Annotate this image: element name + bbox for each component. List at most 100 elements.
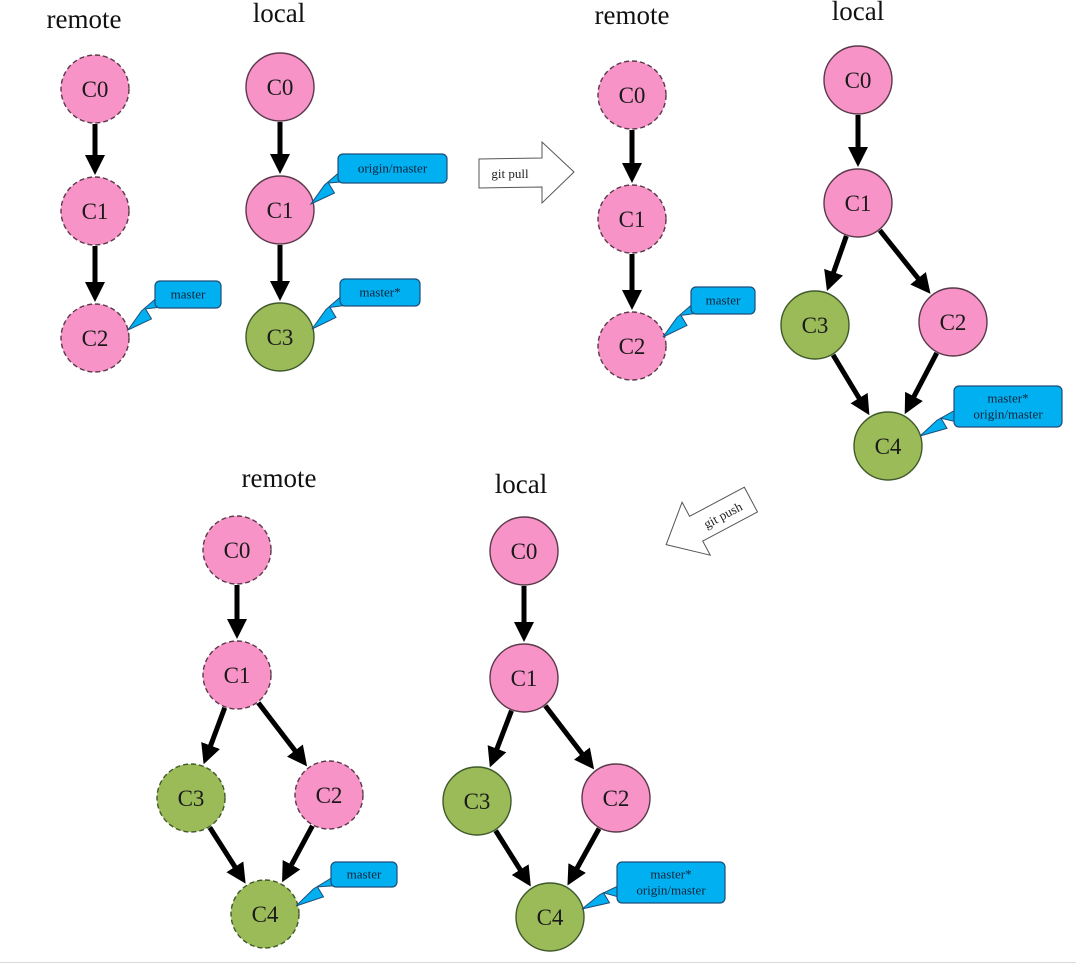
branch-label-master: master bbox=[662, 286, 756, 338]
commit-circle bbox=[245, 175, 315, 245]
panel-bottom-local: local bbox=[495, 469, 547, 499]
git-pull-arrow: git pull bbox=[478, 140, 575, 205]
commit-id: C0 bbox=[619, 83, 646, 108]
commit-id: C0 bbox=[845, 68, 872, 93]
branch-name: origin/master bbox=[358, 161, 428, 176]
commit-circle bbox=[294, 760, 364, 830]
callout-box bbox=[154, 280, 222, 309]
branch-name: master* bbox=[987, 391, 1028, 406]
block-arrow-right-icon bbox=[478, 140, 575, 205]
panel-top-left-remote: remote bbox=[47, 4, 122, 34]
commit-id: C1 bbox=[511, 666, 538, 691]
commit-circle bbox=[245, 52, 315, 122]
commit-node-C1: C1 bbox=[489, 643, 559, 713]
commit-circle bbox=[489, 643, 559, 713]
commit-id: C2 bbox=[619, 334, 646, 359]
commit-id: C2 bbox=[316, 783, 343, 808]
panel-bottom-remote: remote bbox=[242, 463, 317, 493]
branch-label-master-origin-master: master*origin/master bbox=[581, 861, 726, 910]
commit-circle bbox=[489, 516, 559, 586]
commit-id: C0 bbox=[82, 77, 109, 102]
commit-circle bbox=[597, 60, 667, 130]
commit-id: C1 bbox=[82, 199, 109, 224]
panel-top-right-remote: remote bbox=[595, 0, 670, 30]
commit-node-C3: C3 bbox=[245, 302, 315, 372]
commit-circle bbox=[202, 640, 272, 710]
commit-node-C4: C4 bbox=[230, 879, 300, 949]
commit-node-C1: C1 bbox=[597, 184, 667, 254]
commit-id: C0 bbox=[224, 538, 251, 563]
commit-id: C3 bbox=[178, 786, 205, 811]
commit-id: C0 bbox=[267, 75, 294, 100]
commit-circle bbox=[823, 45, 893, 115]
commit-id: C4 bbox=[252, 902, 279, 927]
commit-id: C4 bbox=[537, 905, 564, 930]
panel-title: local bbox=[495, 469, 547, 499]
commit-circle bbox=[597, 311, 667, 381]
panel-title: remote bbox=[595, 0, 670, 30]
panel-top-right-local: local bbox=[832, 0, 884, 26]
callout-box bbox=[690, 286, 756, 315]
branch-name: origin/master bbox=[973, 407, 1043, 422]
commit-circle bbox=[780, 290, 850, 360]
operation-label: git pull bbox=[491, 166, 529, 181]
commit-circle bbox=[60, 176, 130, 246]
commit-id: C1 bbox=[224, 663, 251, 688]
commit-circle bbox=[581, 763, 651, 833]
commit-id: C2 bbox=[82, 326, 109, 351]
commit-circle bbox=[515, 882, 585, 952]
edge-C2-to-C4 bbox=[282, 824, 315, 883]
panel-title: local bbox=[832, 0, 884, 26]
commit-node-C3: C3 bbox=[780, 290, 850, 360]
panel-title: local bbox=[253, 0, 305, 28]
commit-node-C0: C0 bbox=[597, 60, 667, 130]
git-push-arrow: git push bbox=[665, 486, 759, 556]
commit-node-C0: C0 bbox=[245, 52, 315, 122]
commit-node-C2: C2 bbox=[918, 287, 988, 357]
commit-node-C4: C4 bbox=[515, 882, 585, 952]
commit-node-C3: C3 bbox=[442, 766, 512, 836]
commit-circle bbox=[597, 184, 667, 254]
branch-label-origin-master: origin/master bbox=[309, 153, 448, 206]
callout-box bbox=[953, 385, 1063, 428]
commit-circle bbox=[823, 168, 893, 238]
edge-C1-to-C2 bbox=[877, 228, 931, 294]
commit-circle bbox=[918, 287, 988, 357]
commit-circle bbox=[60, 303, 130, 373]
edge-C1-to-C3 bbox=[824, 235, 849, 292]
panel-title: remote bbox=[47, 4, 122, 34]
callout-box bbox=[337, 153, 448, 184]
commit-node-C0: C0 bbox=[202, 515, 272, 585]
branch-name: master* bbox=[650, 867, 691, 882]
edge-C1-to-C3 bbox=[487, 709, 514, 768]
commit-node-C1: C1 bbox=[60, 176, 130, 246]
commit-id: C2 bbox=[940, 310, 967, 335]
commit-id: C3 bbox=[267, 325, 294, 350]
edge-C2-to-C4 bbox=[904, 351, 939, 415]
edge-C3-to-C4 bbox=[207, 826, 246, 884]
panel-title: remote bbox=[242, 463, 317, 493]
commit-circle bbox=[230, 879, 300, 949]
callout-box bbox=[330, 861, 398, 888]
branch-name: master bbox=[171, 287, 206, 302]
edge-C3-to-C4 bbox=[830, 353, 870, 416]
commit-id: C3 bbox=[802, 313, 829, 338]
commit-id: C4 bbox=[875, 434, 902, 459]
commit-node-C1: C1 bbox=[202, 640, 272, 710]
commit-node-C2: C2 bbox=[60, 303, 130, 373]
commit-id: C0 bbox=[511, 539, 538, 564]
branch-label-master-origin-master: master*origin/master bbox=[919, 385, 1063, 437]
branch-name: master bbox=[706, 293, 741, 308]
branch-label-master: master bbox=[126, 280, 222, 332]
commit-node-C2: C2 bbox=[294, 760, 364, 830]
commit-id: C3 bbox=[464, 789, 491, 814]
commit-node-C2: C2 bbox=[597, 311, 667, 381]
commit-circle bbox=[853, 411, 923, 481]
block-arrow-left-icon bbox=[665, 486, 759, 556]
branch-name: master bbox=[347, 867, 382, 882]
commit-node-C0: C0 bbox=[823, 45, 893, 115]
commit-node-C1: C1 bbox=[245, 175, 315, 245]
branch-label-master: master bbox=[295, 861, 398, 907]
bottom-divider bbox=[0, 962, 1076, 963]
